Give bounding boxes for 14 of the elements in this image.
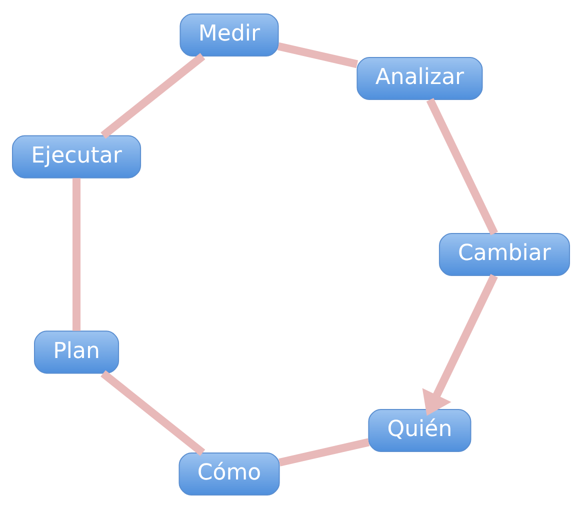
node-box: Medir bbox=[180, 13, 279, 56]
connector bbox=[426, 97, 498, 235]
connector bbox=[72, 178, 81, 330]
node-box: Analizar bbox=[356, 56, 483, 100]
arrow bbox=[422, 274, 498, 416]
node-box: Ejecutar bbox=[12, 134, 142, 178]
connector bbox=[100, 52, 206, 138]
connector bbox=[278, 438, 370, 466]
node-box: Quién bbox=[368, 408, 472, 452]
node-box: Cambiar bbox=[438, 232, 570, 276]
connector bbox=[277, 42, 358, 68]
node-box: Cómo bbox=[178, 452, 280, 495]
connector bbox=[100, 370, 206, 456]
node-box: Plan bbox=[34, 330, 120, 374]
